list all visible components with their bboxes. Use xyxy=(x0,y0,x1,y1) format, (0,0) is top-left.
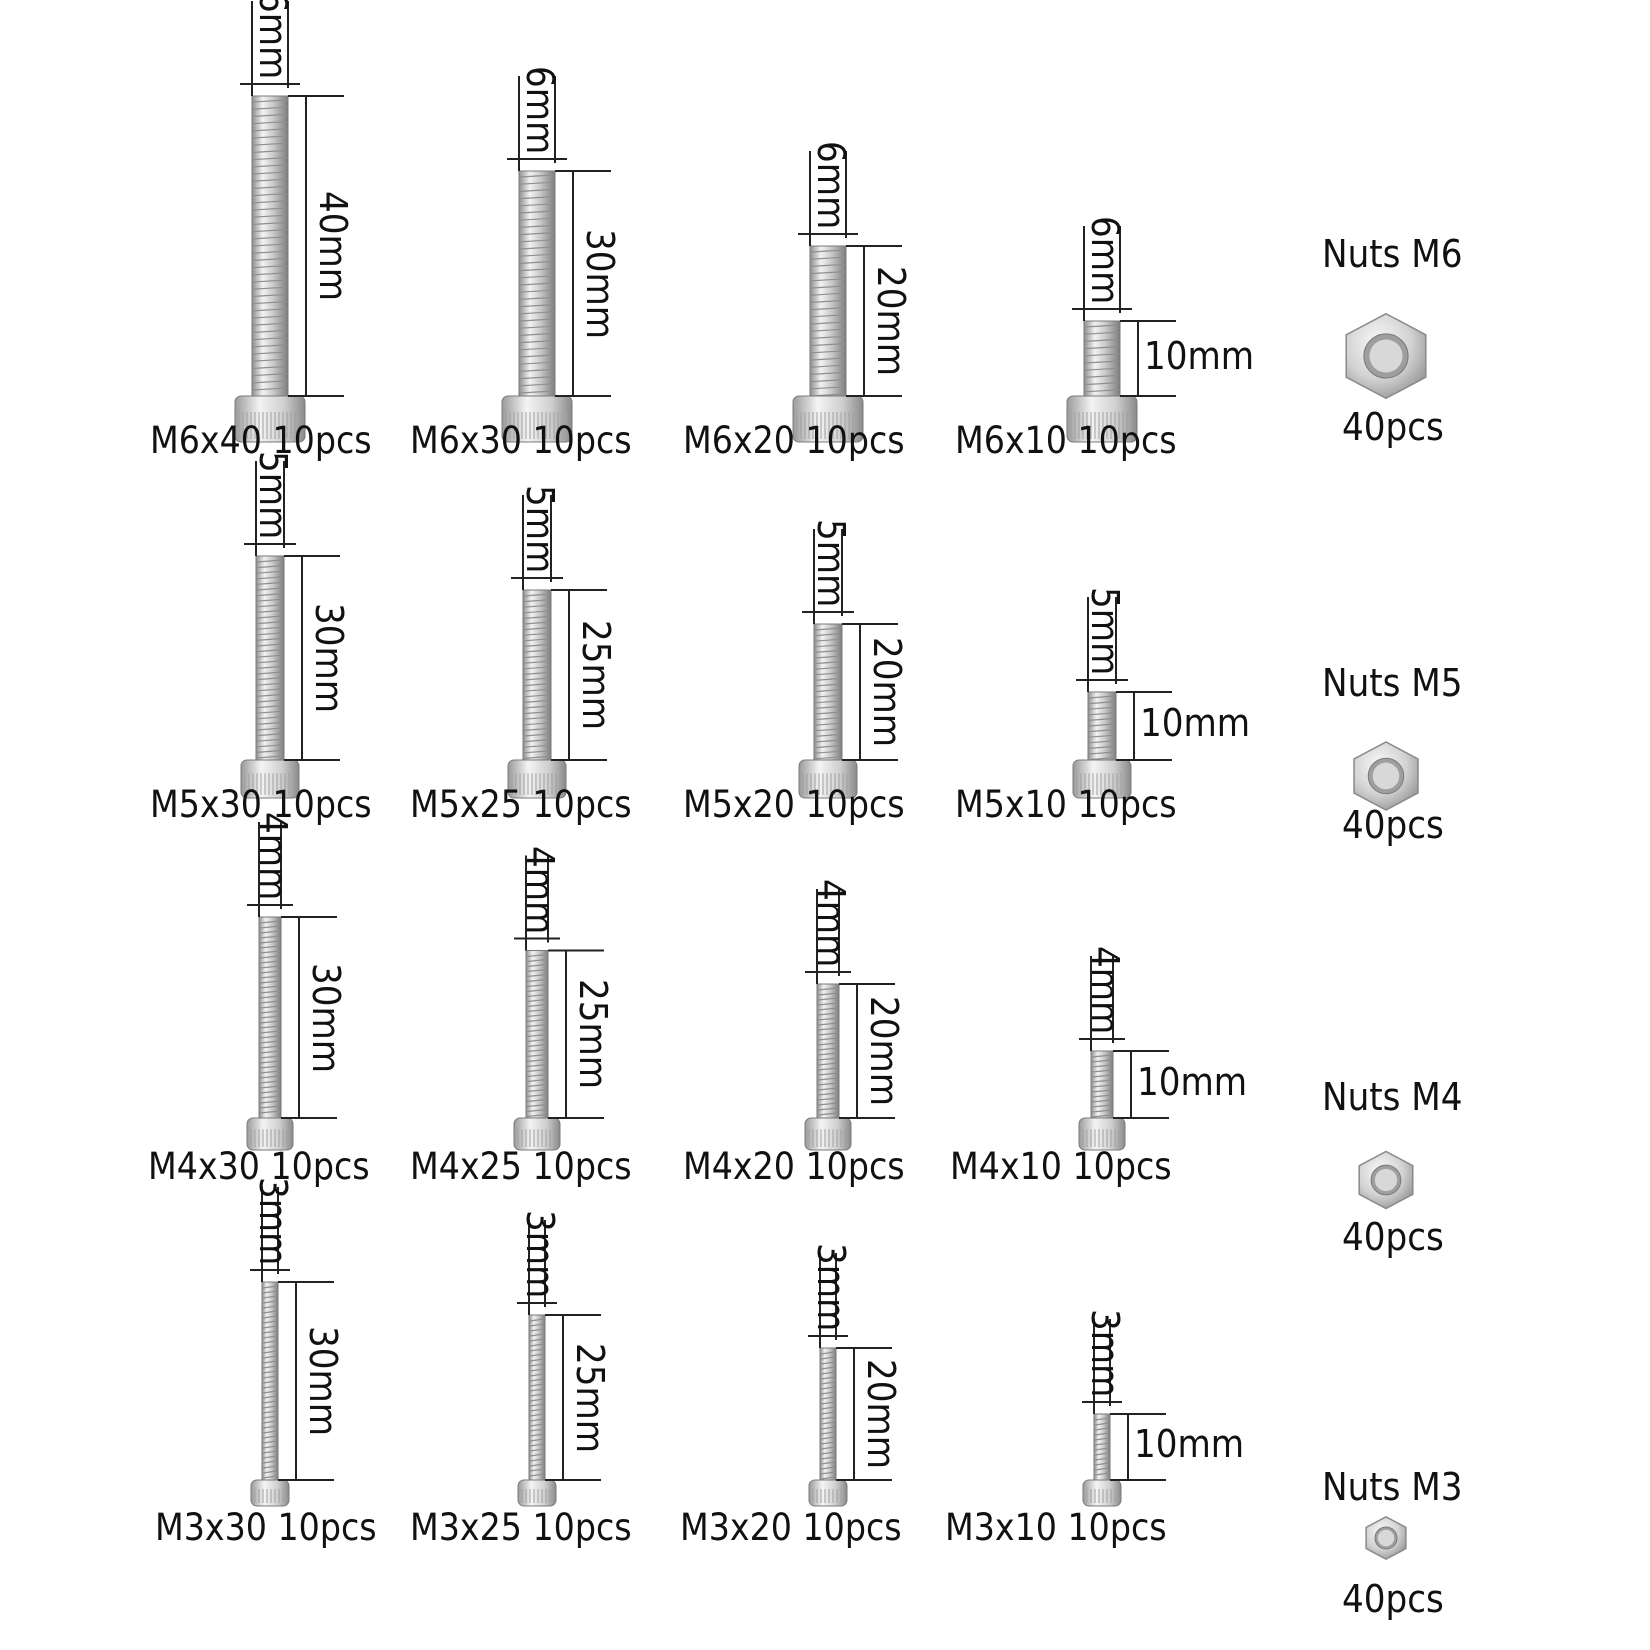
screw-shaft xyxy=(251,95,289,399)
screw-label: M6x30 10pcs xyxy=(410,419,632,462)
length-label: 10mm xyxy=(1140,701,1251,745)
nut-count: 40pcs xyxy=(1342,803,1444,847)
screw-label: M4x10 10pcs xyxy=(950,1145,1172,1188)
screw-label: M4x30 10pcs xyxy=(148,1145,370,1188)
diameter-label: 3mm xyxy=(1083,1309,1127,1398)
length-label: 20mm xyxy=(862,996,906,1107)
diameter-label: 6mm xyxy=(1083,216,1127,305)
length-label: 25mm xyxy=(571,979,615,1090)
screw-label: M3x20 10pcs xyxy=(680,1506,902,1549)
nut-count: 40pcs xyxy=(1342,1215,1444,1259)
screw-label: M5x20 10pcs xyxy=(683,783,905,826)
length-label: 10mm xyxy=(1134,1422,1245,1466)
nut-title: Nuts M6 xyxy=(1322,232,1463,276)
length-label: 25mm xyxy=(568,1342,612,1453)
screw-label: M6x20 10pcs xyxy=(683,419,905,462)
length-label: 20mm xyxy=(859,1359,903,1470)
nut-count: 40pcs xyxy=(1342,405,1444,449)
length-label: 30mm xyxy=(307,603,351,714)
length-label: 30mm xyxy=(578,228,622,339)
diameter-label: 6mm xyxy=(518,66,562,155)
screw-label: M5x30 10pcs xyxy=(150,783,372,826)
nut-count: 40pcs xyxy=(1342,1577,1444,1621)
diameter-label: 5mm xyxy=(518,485,562,574)
diameter-label: 4mm xyxy=(251,812,295,901)
length-label: 10mm xyxy=(1144,333,1255,378)
length-label: 25mm xyxy=(574,620,618,731)
diameter-label: 3mm xyxy=(518,1210,562,1299)
nut-title: Nuts M5 xyxy=(1322,661,1463,705)
screw-shaft xyxy=(255,555,285,763)
length-label: 20mm xyxy=(869,266,913,377)
screw-label: M6x40 10pcs xyxy=(150,419,372,462)
screw-label: M5x25 10pcs xyxy=(410,783,632,826)
length-label: 10mm xyxy=(1137,1059,1248,1104)
diameter-label: 4mm xyxy=(1083,946,1127,1035)
diameter-label: 5mm xyxy=(251,451,295,540)
nut-title: Nuts M3 xyxy=(1322,1465,1463,1509)
length-label: 30mm xyxy=(304,962,348,1073)
screw-label: M5x10 10pcs xyxy=(955,783,1177,826)
length-label: 40mm xyxy=(311,191,355,302)
length-label: 20mm xyxy=(865,637,909,748)
screw-label: M3x30 10pcs xyxy=(155,1506,377,1549)
screw-label: M3x25 10pcs xyxy=(410,1506,632,1549)
diameter-label: 5mm xyxy=(1083,587,1127,676)
diameter-label: 3mm xyxy=(809,1243,853,1332)
diameter-label: 3mm xyxy=(251,1177,295,1266)
diameter-label: 5mm xyxy=(809,519,853,608)
diameter-label: 6mm xyxy=(809,141,853,230)
length-label: 30mm xyxy=(301,1326,345,1437)
diameter-label: 4mm xyxy=(518,845,562,934)
diameter-label: 4mm xyxy=(809,879,853,968)
screw-label: M4x20 10pcs xyxy=(683,1145,905,1188)
screw-label: M3x10 10pcs xyxy=(945,1506,1167,1549)
screw-label: M4x25 10pcs xyxy=(410,1145,632,1188)
screw-label: M6x10 10pcs xyxy=(955,419,1177,462)
diameter-label: 6mm xyxy=(251,0,295,80)
nut-title: Nuts M4 xyxy=(1322,1075,1463,1119)
